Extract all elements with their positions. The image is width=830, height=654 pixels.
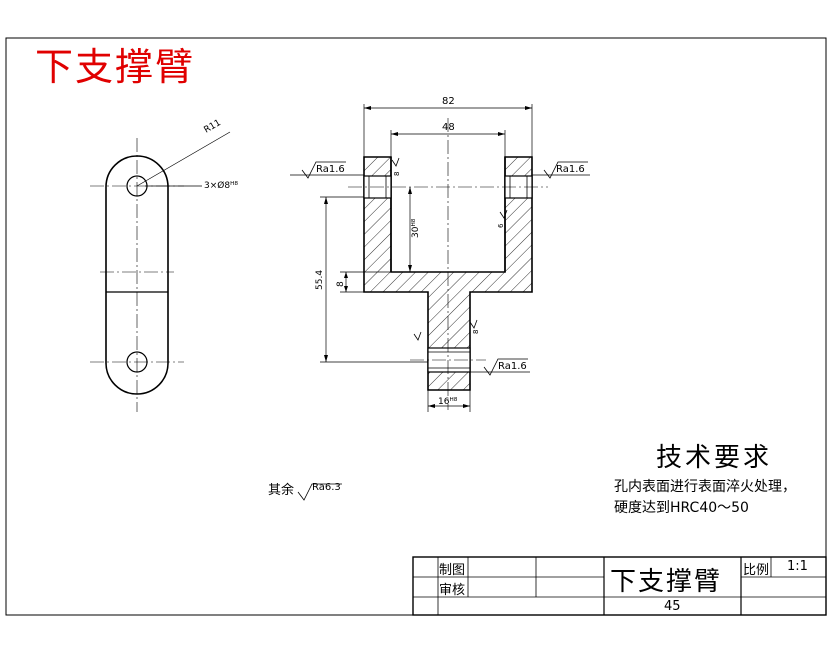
requirement-line-2: 硬度达到HRC40～50 — [614, 500, 749, 516]
shaft-diameter-dimension: 16ᴴ⁸ — [438, 397, 458, 407]
part-name: 下支撑臂 — [610, 567, 723, 597]
title-block-grid — [412, 556, 827, 616]
roughness-right: Ra1.6 — [556, 164, 585, 175]
roughness-bottom: Ra1.6 — [498, 361, 527, 372]
checked-by-label: 审核 — [439, 583, 466, 598]
section-view — [290, 104, 590, 501]
roughness-rest-value: Ra6.3 — [312, 482, 341, 493]
requirement-line-1: 孔内表面进行表面淬火处理， — [614, 479, 796, 495]
scale-label: 比例 — [743, 563, 770, 578]
inner-width-dimension: 48 — [442, 122, 455, 133]
hole-dimension: 3×Ø8ᴴ⁸ — [204, 180, 238, 191]
base-thickness-dimension: 8 — [336, 281, 346, 287]
stem-small-dimension: 8 — [472, 330, 480, 334]
slot-small-dimension: 8 — [393, 172, 401, 176]
slot-right-dimension: 6 — [497, 223, 505, 228]
drawing-border — [5, 37, 827, 616]
inner-depth-dimension: 30ᴴ⁸ — [411, 218, 421, 238]
scale-value: 1:1 — [787, 559, 808, 574]
overall-height-dimension: 55.4 — [315, 270, 325, 290]
requirements-heading: 技术要求 — [656, 443, 773, 473]
side-view — [90, 131, 231, 412]
roughness-left: Ra1.6 — [316, 164, 345, 175]
overall-width-dimension: 82 — [442, 96, 455, 107]
drawing-title: 下支撑臂 — [35, 45, 196, 89]
roughness-rest-label: 其余 — [268, 483, 295, 498]
radius-dimension: R11 — [203, 118, 223, 136]
drawn-by-label: 制图 — [439, 563, 466, 578]
material-value: 45 — [664, 599, 681, 614]
